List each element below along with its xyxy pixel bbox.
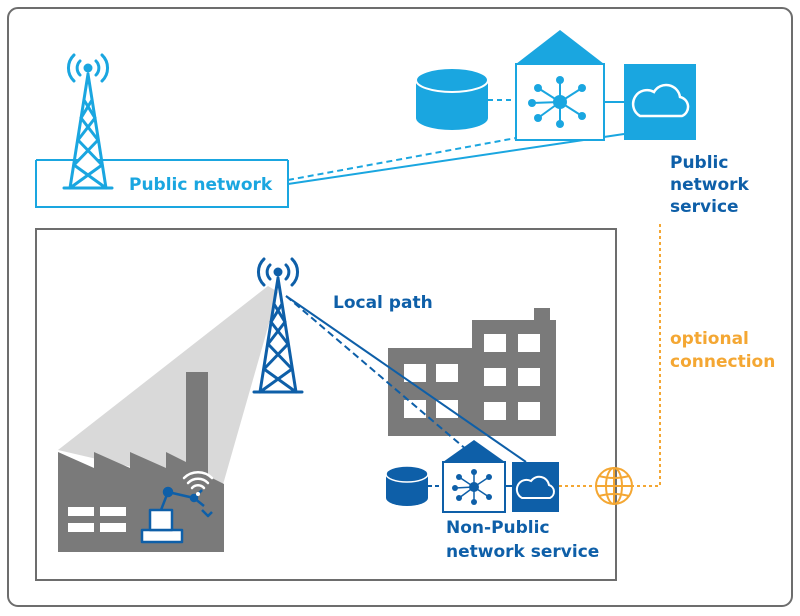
optional-connection-label: optional connection (670, 329, 775, 372)
robot-arm-icon (140, 486, 213, 544)
public-network-label: Public network (129, 175, 273, 195)
svg-text:network service: network service (446, 542, 599, 562)
local-path-dashed-link (285, 295, 475, 457)
svg-text:connection: connection (670, 352, 775, 372)
svg-text:service: service (670, 197, 739, 217)
cloud-icon (624, 64, 696, 140)
non-public-network-service-label: Non-Public network service (446, 518, 599, 562)
svg-text:Non-Public: Non-Public (446, 518, 550, 538)
local-path-solid-link (285, 295, 527, 463)
coverage-beam (58, 286, 278, 488)
local-path-label: Local path (333, 293, 433, 313)
svg-text:optional: optional (670, 329, 749, 349)
factory-icon (58, 372, 224, 552)
public-dashed-link (287, 137, 517, 181)
antenna-tower-icon (62, 53, 114, 190)
office-building-icon (388, 308, 556, 436)
wifi-icon (182, 471, 214, 496)
database-icon (415, 67, 489, 130)
antenna-tower-icon (252, 257, 304, 394)
cloud-icon (512, 462, 559, 512)
network-hub-icon (515, 30, 605, 141)
svg-text:Public: Public (670, 153, 728, 173)
public-network-service-label: Public network service (670, 153, 750, 217)
public-solid-link (287, 133, 625, 185)
network-hub-icon (442, 440, 506, 513)
database-icon (385, 465, 429, 506)
globe-icon (595, 467, 633, 505)
svg-text:network: network (670, 175, 750, 195)
